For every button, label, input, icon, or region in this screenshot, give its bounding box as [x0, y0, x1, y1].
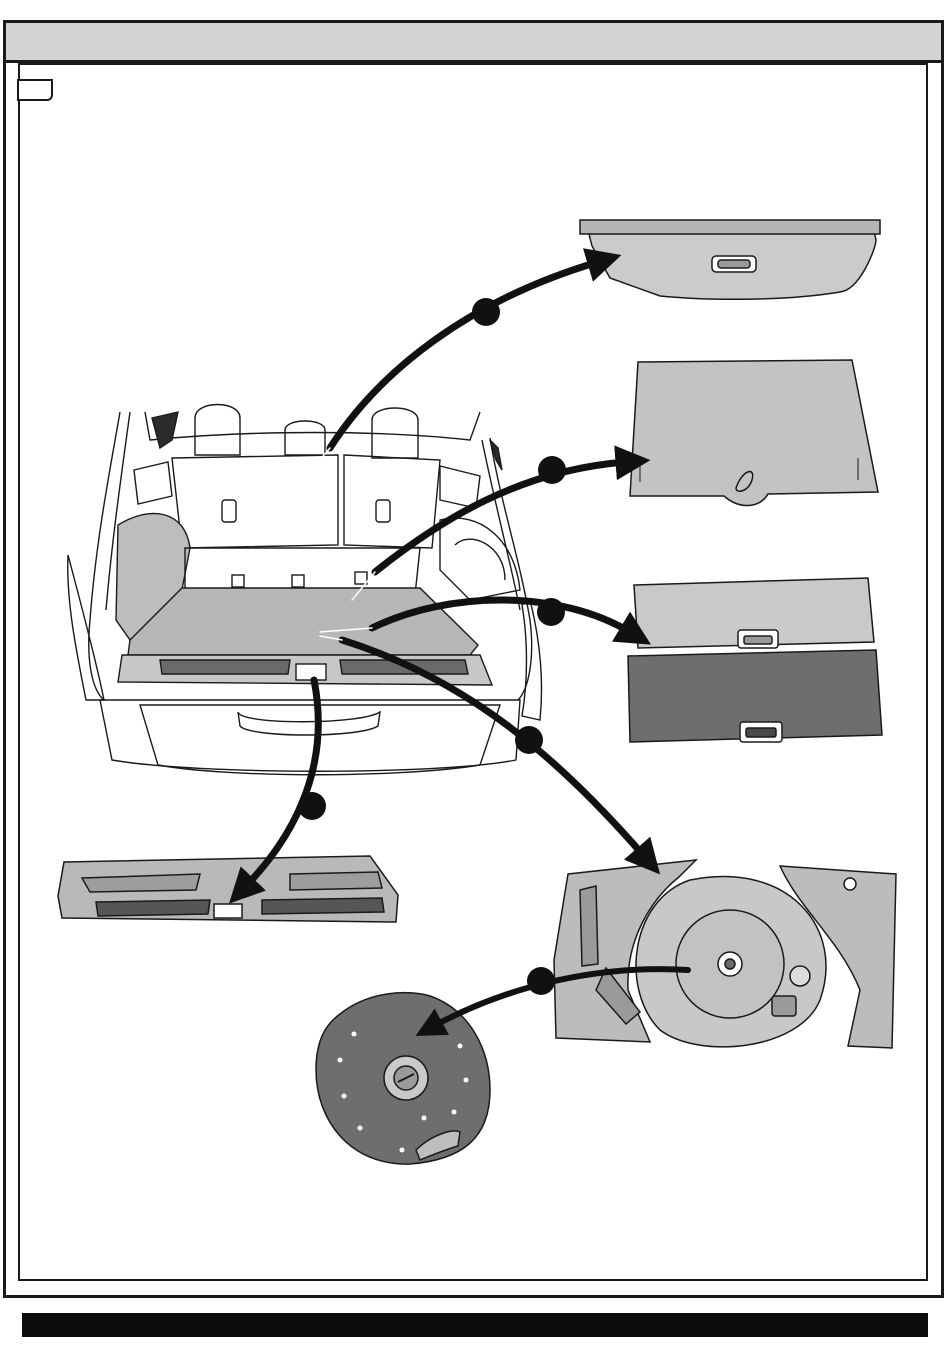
spare-wheel-well-trays-part — [554, 860, 896, 1048]
arrow-to-luggage-cover — [330, 262, 598, 448]
callout-marker-6 — [527, 967, 555, 995]
two-piece-cargo-floor-part — [628, 578, 882, 742]
callout-marker-4 — [515, 726, 543, 754]
rear-sill-trim-part — [58, 856, 398, 922]
callout-marker-5 — [298, 792, 326, 820]
arrow-to-sill-trim — [246, 680, 318, 886]
luggage-cover-part — [580, 220, 880, 299]
callout-marker-1 — [472, 298, 500, 326]
callout-marker-2 — [538, 456, 566, 484]
vehicle-rear-illustration — [68, 405, 542, 775]
spare-wheel-well-cover-part — [316, 993, 490, 1164]
cargo-mat-part — [630, 360, 878, 506]
callout-marker-3 — [537, 598, 565, 626]
arrow-to-cargo-mat — [375, 462, 626, 572]
